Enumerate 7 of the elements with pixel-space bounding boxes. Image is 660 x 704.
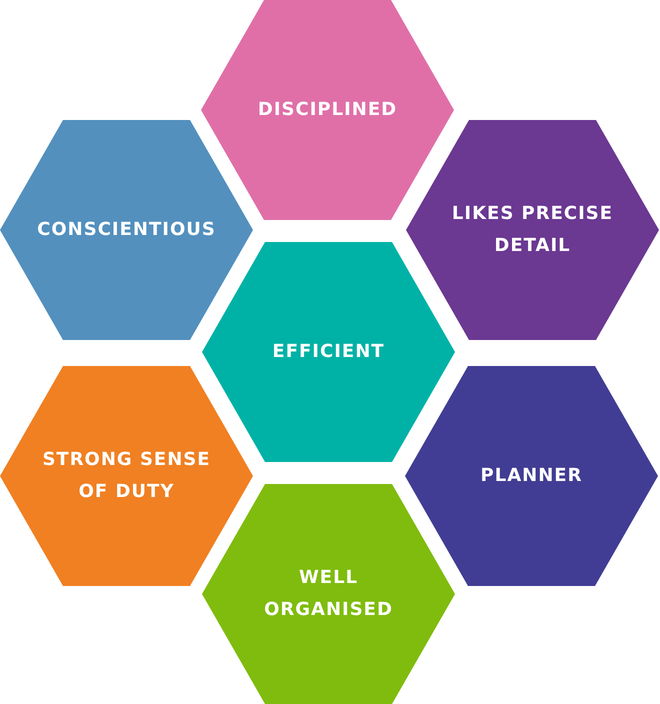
trait-label: STRONG SENSE OF DUTY	[41, 448, 212, 504]
trait-label: EFFICIENT	[271, 340, 386, 364]
trait-label: CONSCIENTIOUS	[36, 218, 217, 242]
trait-label: PLANNER	[480, 464, 584, 488]
trait-label: DISCIPLINED	[256, 98, 398, 122]
trait-label: LIKES PRECISE DETAIL	[450, 202, 614, 258]
trait-label: WELL ORGANISED	[263, 566, 394, 622]
